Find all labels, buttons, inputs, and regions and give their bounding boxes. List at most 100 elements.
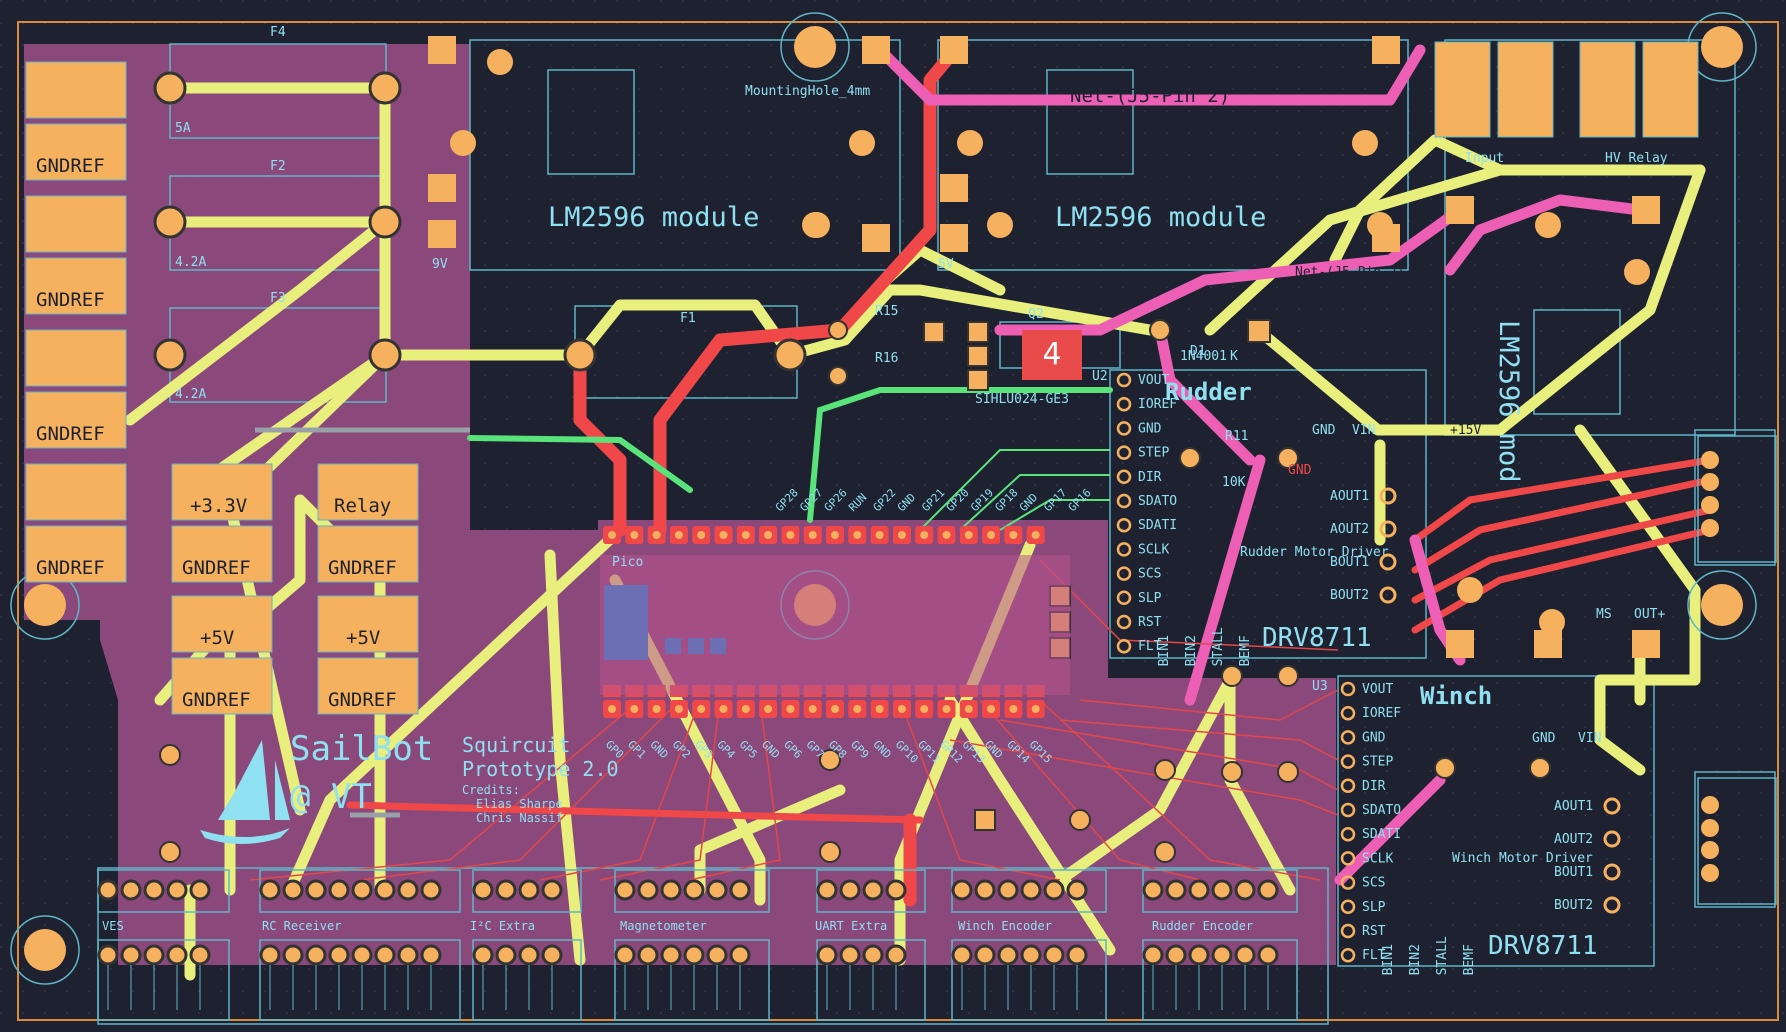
drv-rudder-pin-labels: VOUTIOREFGNDSTEPDIRSDATOSDATISCLKSCSSLPR… (1116, 372, 1397, 666)
pico-pad-bottom-hole (630, 705, 639, 713)
label-credits: Credits: (462, 783, 520, 797)
label-gndref-8: GNDREF (328, 689, 397, 711)
label-33v: +3.3V (190, 495, 247, 517)
drv-pin-pad (1340, 899, 1356, 915)
label-fuse-42a: 4.2A (175, 255, 206, 270)
label-uart-extra: UART Extra (815, 919, 887, 933)
drv-pin-label: GND (1138, 421, 1162, 436)
pico-module (600, 555, 1070, 695)
lm2596-left-label: LM2596 module (548, 202, 759, 233)
connector-pin-top (614, 879, 636, 901)
silk-labels: F4 F2 F3 F1 5A 4.2A 4.2A MountingHole_4m… (102, 25, 1668, 961)
connector-outline-bottom (97, 939, 230, 1021)
drv-pin-label: VOUT (1138, 373, 1169, 388)
pico-pad-top-hole (920, 531, 929, 539)
label-winch-motor-driver: Winch Motor Driver (1452, 851, 1593, 866)
pico-pad-top-hole (630, 531, 639, 539)
label-out-plus: OUT+ (1634, 607, 1665, 622)
connector-outline-bottom (951, 939, 1107, 1021)
connector-pin-bottom (97, 944, 119, 966)
net-count-badge[interactable]: 4 (1022, 330, 1082, 380)
label-f4: F4 (270, 25, 286, 40)
drv-out-pad (1379, 553, 1397, 571)
drv-pin-pad (1340, 851, 1356, 866)
connector-pin-top (1165, 879, 1187, 901)
pico-pad-bottom-hole (964, 705, 973, 713)
drv-bottom-pin-label: BEMF (1462, 944, 1477, 975)
drv-out-pin-label: AOUT1 (1330, 489, 1369, 504)
pico-pad-top-hole (608, 531, 616, 539)
label-mounting-hole: MountingHole_4mm (745, 84, 870, 99)
pico-pad-top-hole (697, 531, 706, 539)
connector-pin-top (816, 879, 838, 901)
label-prototype: Prototype 2.0 (462, 757, 619, 781)
connector-pin-top (97, 879, 119, 901)
drv-pin-pad (1340, 681, 1356, 697)
pico-pad-bottom-hole (674, 705, 683, 713)
drv-pin-pad (1340, 705, 1356, 721)
label-gndref-7: GNDREF (182, 689, 251, 711)
connector-pin-top (706, 879, 728, 901)
drv-bottom-pin-label: BIN1 (1381, 944, 1396, 975)
pico-pad-top-hole (719, 531, 728, 539)
bottom-connectors (97, 869, 1298, 1021)
connector-pin-bottom (420, 944, 442, 966)
pico-pad-bottom-hole (987, 705, 996, 713)
connector-pin-bottom (189, 944, 211, 966)
pico-chips (665, 638, 726, 654)
drv-pin-label: STEP (1362, 755, 1393, 770)
connector-pin-top (518, 879, 540, 901)
pico-pad-bottom-hole (1009, 705, 1018, 713)
label-q2: Q2 (1028, 307, 1044, 322)
label-fuse-42a-2: 4.2A (175, 387, 206, 402)
pico-pad-bottom-hole (831, 705, 839, 713)
drv-pin-label: SCLK (1362, 851, 1393, 866)
label-drv8711-rudder: DRV8711 (1262, 623, 1372, 653)
drv-pin-pad (1116, 517, 1132, 533)
connector-pin-top (420, 879, 442, 901)
drv-pin-label: DIR (1362, 779, 1386, 794)
label-5v-terminal-1: +5V (200, 627, 234, 649)
drv-pin-pad (1116, 638, 1132, 654)
drv-out-pin-label: AOUT2 (1330, 522, 1369, 537)
connector-pin-top (495, 879, 517, 901)
connector-pin-bottom (614, 944, 636, 966)
drv-pin-pad (1340, 802, 1356, 818)
drv-pin-label: GND (1362, 730, 1386, 745)
label-ves: VES (102, 919, 124, 933)
drv-pin-pad (1116, 469, 1132, 485)
pico-pad-top-hole (853, 531, 862, 539)
drv-pin-label: IOREF (1138, 397, 1177, 412)
label-hv-relay: HV Relay (1605, 151, 1668, 166)
drv-pin-label: VOUT (1362, 682, 1393, 697)
connector-pin-bottom (951, 944, 973, 966)
pico-pad-bottom-hole (719, 705, 728, 713)
pico-pad-top-hole (786, 531, 795, 539)
pico-pad-bottom-hole (920, 705, 929, 713)
connector-pin-top (1211, 879, 1233, 901)
connector-pin-bottom (706, 944, 728, 966)
drv-pin-label: RST (1138, 615, 1162, 630)
drv-pin-label: STEP (1138, 446, 1169, 461)
pico-pad-bottom-hole (942, 705, 951, 713)
label-r15: R15 (875, 304, 898, 319)
drv-pin-pad (1116, 372, 1132, 388)
connector-outline-bottom (614, 939, 770, 1021)
label-k: K (1230, 349, 1238, 364)
connector-pin-bottom (1188, 944, 1210, 966)
module-pads (450, 49, 1650, 635)
connector-pin-top (189, 879, 211, 901)
mounting-hole-icon (1687, 570, 1757, 640)
connector-pin-top (282, 879, 304, 901)
traces-red-motor (346, 456, 1714, 824)
drv-pin-pad (1340, 826, 1356, 842)
pico-pad-top-hole (942, 531, 951, 539)
connector-pin-top (351, 879, 373, 901)
pico-pad-top-hole (1031, 531, 1040, 539)
label-rc-receiver: RC Receiver (262, 919, 341, 933)
connector-pin-top (397, 879, 419, 901)
connector-pin-top (1257, 879, 1279, 901)
pico-pad-bottom-hole (741, 705, 750, 713)
label-credit1: Elias Sharpe (476, 797, 563, 811)
